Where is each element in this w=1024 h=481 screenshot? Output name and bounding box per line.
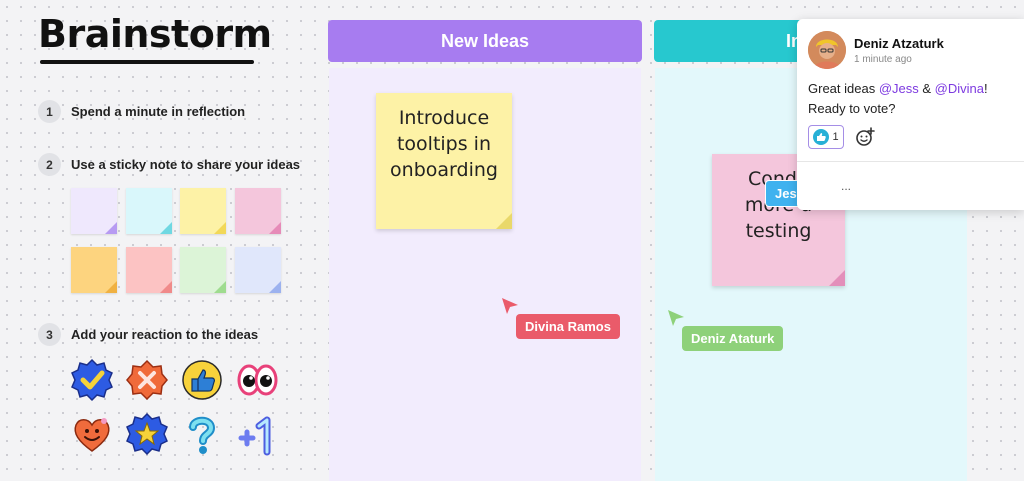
plus-one-sticker-icon[interactable] <box>235 412 279 456</box>
swatch-fold <box>269 222 281 234</box>
comment-text-part: Great ideas <box>808 81 879 96</box>
cross-sticker-icon[interactable] <box>125 358 169 402</box>
title-underline <box>40 60 254 64</box>
note-text: Introduce tooltips in onboarding <box>390 107 498 181</box>
step-text: Spend a minute in reflection <box>71 104 246 119</box>
cursor-arrow-icon <box>668 310 684 326</box>
swatch-fold <box>105 222 117 234</box>
aqua-swatch[interactable] <box>126 188 172 234</box>
step-number: 2 <box>38 153 61 176</box>
divider <box>797 161 1024 162</box>
board-title: Brainstorm <box>38 12 272 56</box>
cursor-label-divina: Divina Ramos <box>516 314 620 339</box>
comment-text-part: & <box>918 81 935 96</box>
avatar-person-icon <box>808 31 846 69</box>
swatch-fold <box>214 222 226 234</box>
step-3: 3 Add your reaction to the ideas <box>38 323 258 346</box>
comment-text-part: ! Ready to vote? <box>808 81 988 116</box>
star-sticker-icon[interactable] <box>125 412 169 456</box>
more-indicator: ... <box>841 179 852 193</box>
orange-swatch[interactable] <box>71 247 117 293</box>
step-text: Add your reaction to the ideas <box>71 327 259 342</box>
add-reaction-icon[interactable] <box>855 127 875 147</box>
note-fold <box>829 270 845 286</box>
cursor-arrow-icon <box>502 298 518 314</box>
comment-author: Deniz Atzaturk <box>854 36 944 51</box>
comment-card[interactable]: Deniz Atzaturk 1 minute ago Great ideas … <box>797 19 1024 210</box>
blue-swatch[interactable] <box>235 247 281 293</box>
like-count: 1 <box>832 131 839 143</box>
thumbs-up-sticker-icon[interactable] <box>180 358 224 402</box>
checkmark-sticker-icon[interactable] <box>70 358 114 402</box>
sticky-note-tooltips[interactable]: Introduce tooltips in onboarding <box>376 93 512 229</box>
pink-swatch[interactable] <box>235 188 281 234</box>
swatch-fold <box>214 281 226 293</box>
avatar[interactable] <box>808 31 846 69</box>
lavender-swatch[interactable] <box>71 188 117 234</box>
step-number: 3 <box>38 323 61 346</box>
note-fold <box>496 213 512 229</box>
swatch-fold <box>160 281 172 293</box>
salmon-swatch[interactable] <box>126 247 172 293</box>
mention-jess[interactable]: @Jess <box>878 81 919 96</box>
mention-divina[interactable]: @Divina <box>934 81 984 96</box>
heart-face-sticker-icon[interactable] <box>70 412 114 456</box>
yellow-swatch[interactable] <box>180 188 226 234</box>
eyes-sticker-icon[interactable] <box>235 358 279 402</box>
step-2: 2 Use a sticky note to share your ideas <box>38 153 300 176</box>
step-text: Use a sticky note to share your ideas <box>71 157 301 172</box>
column-header-new-ideas[interactable]: New Ideas <box>328 20 642 62</box>
swatch-fold <box>105 281 117 293</box>
swatch-fold <box>269 281 281 293</box>
thumbs-up-icon <box>813 129 830 145</box>
question-mark-sticker-icon[interactable] <box>180 412 224 456</box>
swatch-fold <box>160 222 172 234</box>
comment-time: 1 minute ago <box>854 54 912 65</box>
comment-message: Great ideas @Jess & @Divina! Ready to vo… <box>808 79 1018 119</box>
like-reaction-button[interactable]: 1 <box>808 125 844 149</box>
cursor-label-deniz: Deniz Ataturk <box>682 326 784 351</box>
step-1: 1 Spend a minute in reflection <box>38 100 245 123</box>
step-number: 1 <box>38 100 61 123</box>
green-swatch[interactable] <box>180 247 226 293</box>
